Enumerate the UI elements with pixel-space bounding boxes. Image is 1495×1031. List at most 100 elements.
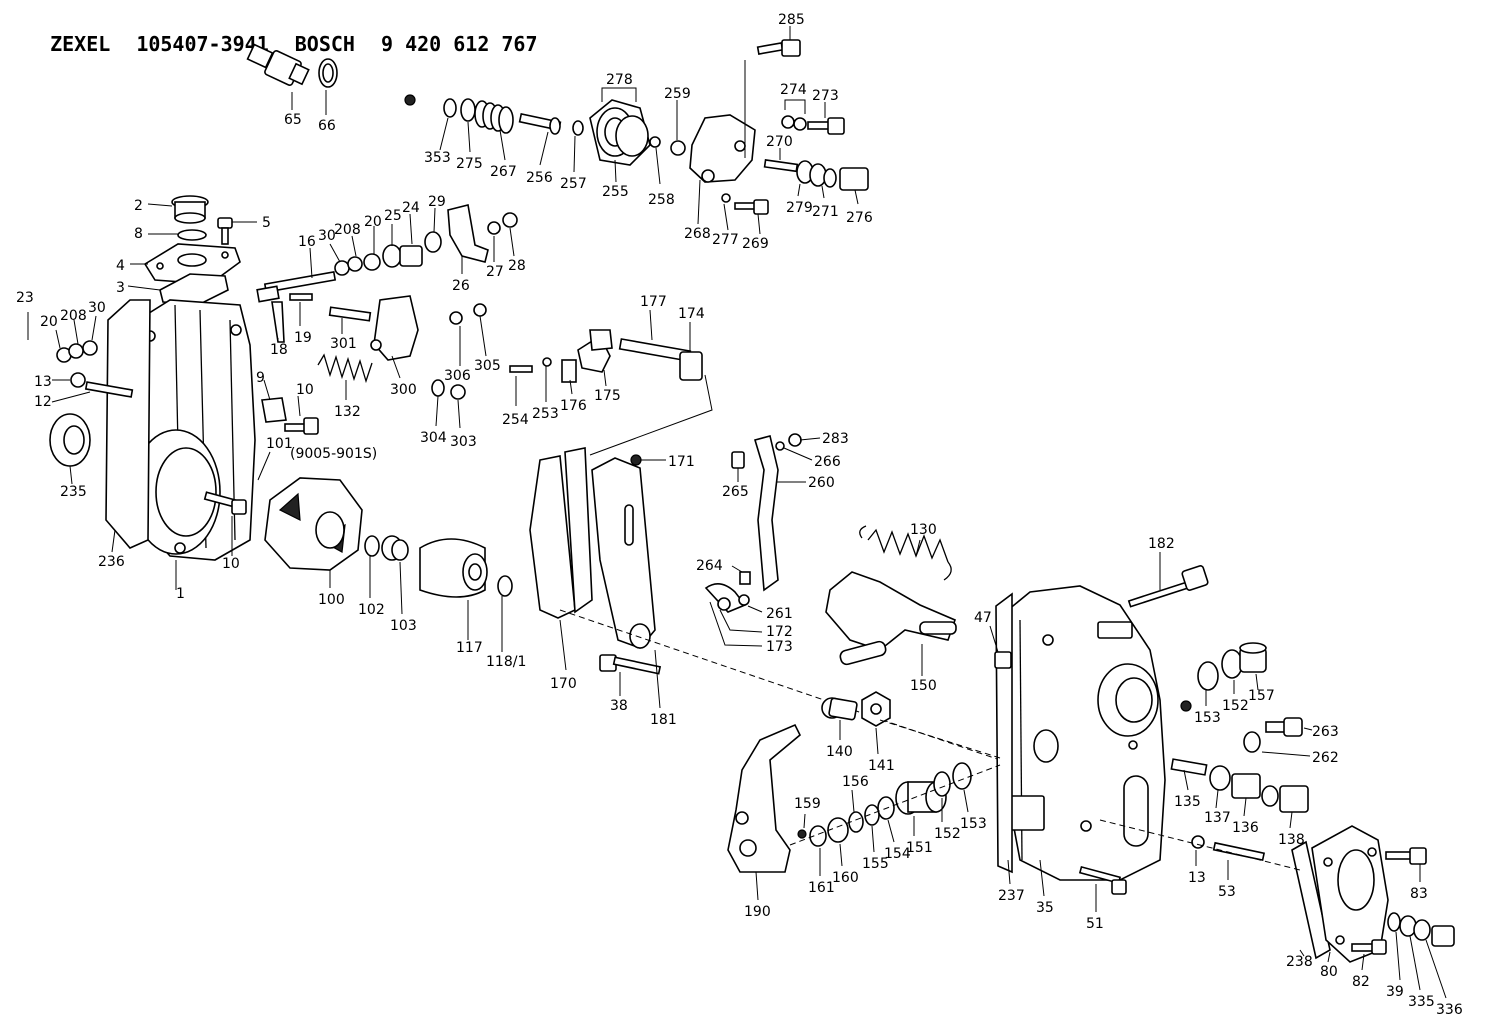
label-267: 267 bbox=[490, 164, 517, 180]
label-270: 270 bbox=[766, 134, 793, 150]
axis-line-2 bbox=[789, 764, 1001, 846]
bolt-53 bbox=[1212, 841, 1266, 862]
label-335: 335 bbox=[1408, 994, 1435, 1010]
label-181: 181 bbox=[650, 712, 677, 728]
label-1: 1 bbox=[176, 586, 185, 602]
gasket-3 bbox=[159, 273, 229, 305]
label-24: 24 bbox=[402, 200, 420, 216]
nut-235 bbox=[49, 413, 91, 467]
label-258: 258 bbox=[648, 192, 675, 208]
label-265: 265 bbox=[722, 484, 749, 500]
label-29: 29 bbox=[428, 194, 446, 210]
label-253: 253 bbox=[532, 406, 559, 422]
label-190: 190 bbox=[744, 904, 771, 920]
label-277: 277 bbox=[712, 232, 739, 248]
axis-line-3 bbox=[879, 719, 1001, 759]
label-304: 304 bbox=[420, 430, 447, 446]
label-170: 170 bbox=[550, 676, 577, 692]
adjuster-140 bbox=[821, 697, 858, 721]
gasket-236 bbox=[105, 299, 151, 549]
label-83: 83 bbox=[1410, 886, 1428, 902]
clip-153a bbox=[1197, 661, 1219, 691]
housing-268 bbox=[689, 114, 756, 183]
part-number-zexel: 105407-3941 bbox=[136, 32, 269, 56]
washer-253 bbox=[542, 357, 552, 367]
washer-13 bbox=[70, 372, 86, 388]
label-263: 263 bbox=[1312, 724, 1339, 740]
label-285: 285 bbox=[778, 12, 805, 28]
shaft-256 bbox=[518, 112, 562, 135]
label-28: 28 bbox=[508, 258, 526, 274]
label-135: 135 bbox=[1174, 794, 1201, 810]
label-117: 117 bbox=[456, 640, 483, 656]
lever-170 bbox=[529, 455, 576, 619]
washer-102 bbox=[364, 535, 380, 557]
plug-157 bbox=[1239, 642, 1267, 673]
label-256: 256 bbox=[526, 170, 553, 186]
label-172: 172 bbox=[766, 624, 793, 640]
washer-13b bbox=[1191, 835, 1205, 849]
label-262: 262 bbox=[1312, 750, 1339, 766]
label-19: 19 bbox=[294, 330, 312, 346]
label-174: 174 bbox=[678, 306, 705, 322]
ring-152b bbox=[933, 771, 951, 797]
label-150: 150 bbox=[910, 678, 937, 694]
label-275: 275 bbox=[456, 156, 483, 172]
label-257: 257 bbox=[560, 176, 587, 192]
nut-283 bbox=[788, 433, 802, 447]
label-26: 26 bbox=[452, 278, 470, 294]
label-155: 155 bbox=[862, 856, 889, 872]
label-237: 237 bbox=[998, 888, 1025, 904]
bolt-83 bbox=[1385, 847, 1427, 865]
brand-zexel: ZEXEL bbox=[50, 32, 111, 56]
label-273: 273 bbox=[812, 88, 839, 104]
spring-132 bbox=[317, 353, 373, 384]
label-137: 137 bbox=[1204, 810, 1231, 826]
label-160: 160 bbox=[832, 870, 859, 886]
cap-138 bbox=[1279, 785, 1309, 813]
spring-130 bbox=[859, 525, 952, 581]
label-159: 159 bbox=[794, 796, 821, 812]
ring-137 bbox=[1209, 765, 1231, 791]
gasket-237 bbox=[995, 592, 1013, 874]
ring-stack-30-25 bbox=[334, 231, 442, 276]
bolt-47 bbox=[994, 651, 1012, 669]
bolt-51 bbox=[1078, 865, 1127, 895]
pin-176 bbox=[561, 359, 577, 383]
stack-23 bbox=[56, 340, 98, 363]
label-8: 8 bbox=[134, 226, 143, 242]
label-18: 18 bbox=[270, 342, 288, 358]
label-66: 66 bbox=[318, 118, 336, 134]
label-130: 130 bbox=[910, 522, 937, 538]
label-208a: 208 bbox=[334, 222, 361, 238]
label-254: 254 bbox=[502, 412, 529, 428]
label-20b: 20 bbox=[40, 314, 58, 330]
label-132: 132 bbox=[334, 404, 361, 420]
label-38: 38 bbox=[610, 698, 628, 714]
label-279: 279 bbox=[786, 200, 813, 216]
label-102: 102 bbox=[358, 602, 385, 618]
label-118: 118/1 bbox=[486, 654, 526, 670]
nut-141 bbox=[861, 691, 891, 727]
bolt-5 bbox=[217, 217, 233, 245]
label-259: 259 bbox=[664, 86, 691, 102]
parts-39-335-336 bbox=[1387, 912, 1455, 947]
label-2: 2 bbox=[134, 198, 143, 214]
label-236: 236 bbox=[98, 554, 125, 570]
label-208b: 208 bbox=[60, 308, 87, 324]
ring-155 bbox=[864, 804, 880, 826]
label-300: 300 bbox=[390, 382, 417, 398]
axis-line-1 bbox=[559, 609, 1001, 761]
bolt-263 bbox=[1265, 717, 1303, 737]
label-176: 176 bbox=[560, 398, 587, 414]
label-30a: 30 bbox=[318, 228, 336, 244]
washer-118 bbox=[497, 575, 513, 597]
leader-174-170 bbox=[589, 374, 713, 456]
axis-line-4 bbox=[1099, 819, 1301, 871]
bolts-274-273 bbox=[781, 115, 845, 135]
bolt-254 bbox=[509, 365, 533, 373]
label-154: 154 bbox=[884, 846, 911, 862]
label-53: 53 bbox=[1218, 884, 1236, 900]
ball-159 bbox=[797, 829, 807, 839]
